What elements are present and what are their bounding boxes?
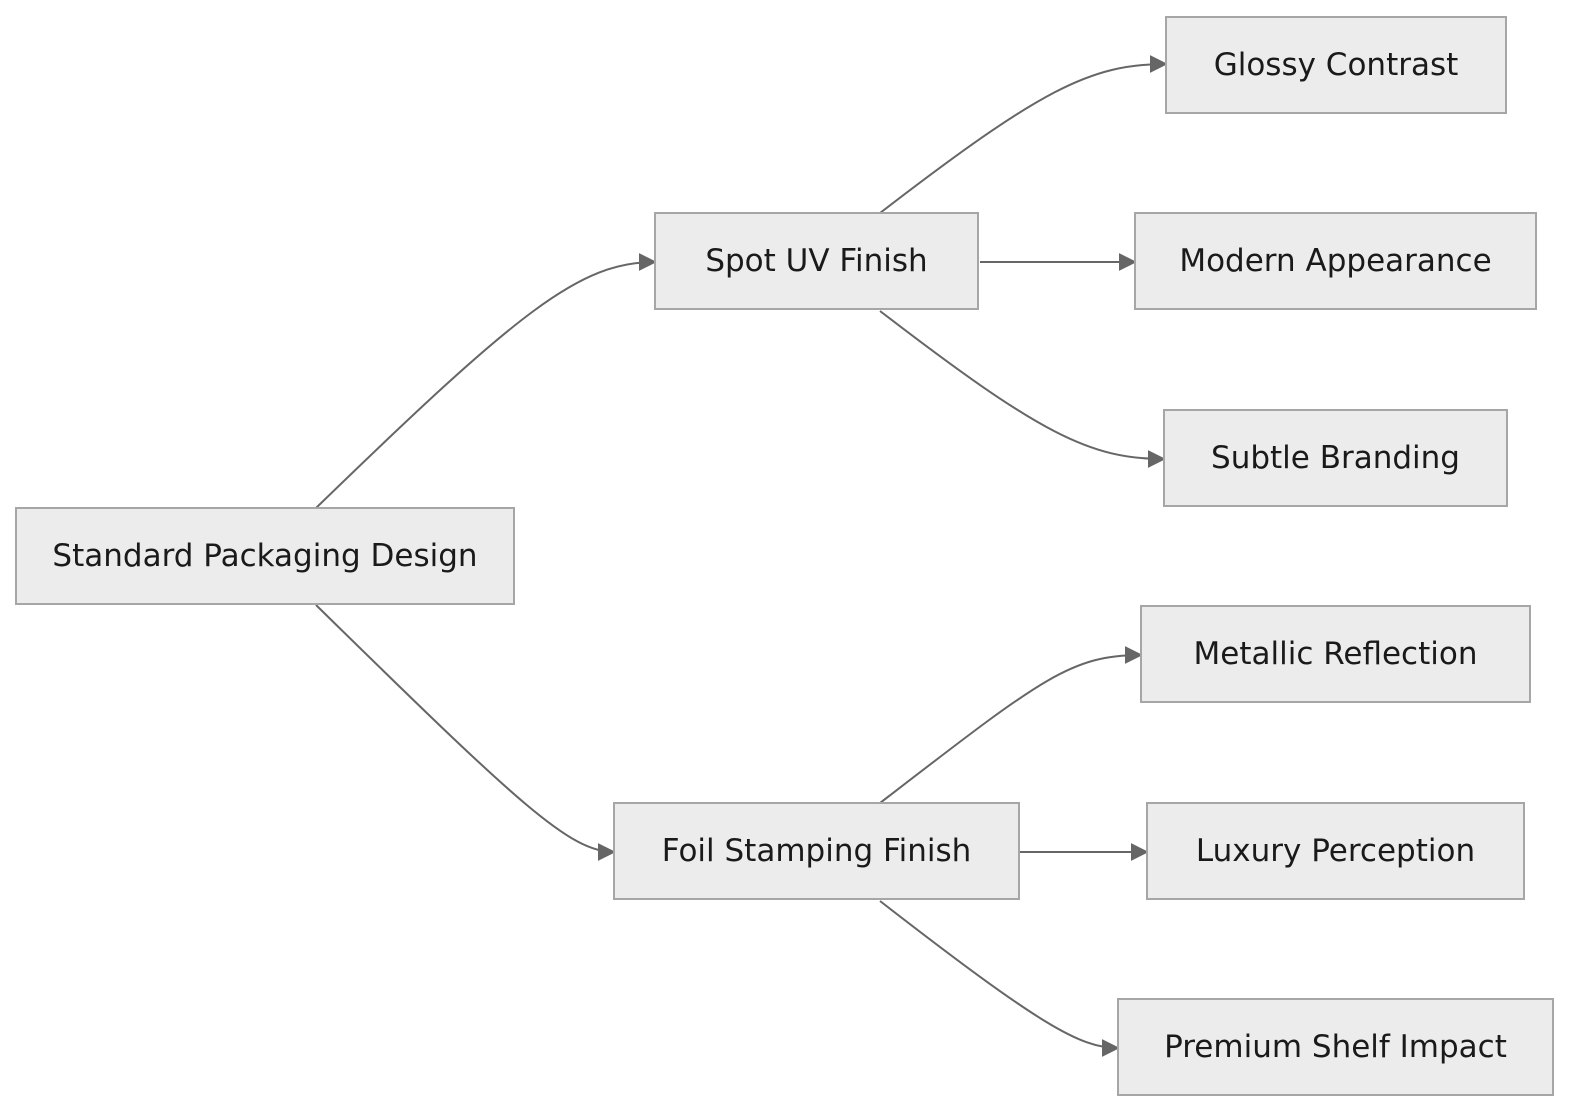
edge-root-to-spot-uv bbox=[315, 253, 657, 509]
edge-foil-to-metallic bbox=[879, 646, 1143, 804]
node-spot-uv-finish: Spot UV Finish bbox=[654, 212, 979, 310]
node-label: Glossy Contrast bbox=[1213, 47, 1459, 83]
node-label: Modern Appearance bbox=[1179, 243, 1492, 279]
edge-spot-uv-to-subtle bbox=[879, 310, 1166, 468]
node-label: Foil Stamping Finish bbox=[661, 833, 972, 869]
node-premium-shelf-impact: Premium Shelf Impact bbox=[1117, 998, 1554, 1096]
edge-spot-uv-to-glossy bbox=[879, 55, 1168, 214]
node-metallic-reflection: Metallic Reflection bbox=[1140, 605, 1531, 703]
node-label: Standard Packaging Design bbox=[52, 538, 478, 574]
edge-root-to-foil bbox=[315, 604, 616, 861]
node-foil-stamping-finish: Foil Stamping Finish bbox=[613, 802, 1020, 900]
node-label: Metallic Reflection bbox=[1193, 636, 1478, 672]
node-label: Luxury Perception bbox=[1195, 833, 1476, 869]
node-modern-appearance: Modern Appearance bbox=[1134, 212, 1537, 310]
node-luxury-perception: Luxury Perception bbox=[1146, 802, 1525, 900]
node-subtle-branding: Subtle Branding bbox=[1163, 409, 1508, 507]
node-label: Spot UV Finish bbox=[705, 243, 928, 279]
edge-foil-to-premium bbox=[879, 900, 1120, 1057]
node-label: Premium Shelf Impact bbox=[1164, 1029, 1507, 1065]
node-glossy-contrast: Glossy Contrast bbox=[1165, 16, 1507, 114]
node-label: Subtle Branding bbox=[1211, 440, 1460, 476]
node-standard-packaging-design: Standard Packaging Design bbox=[15, 507, 515, 605]
